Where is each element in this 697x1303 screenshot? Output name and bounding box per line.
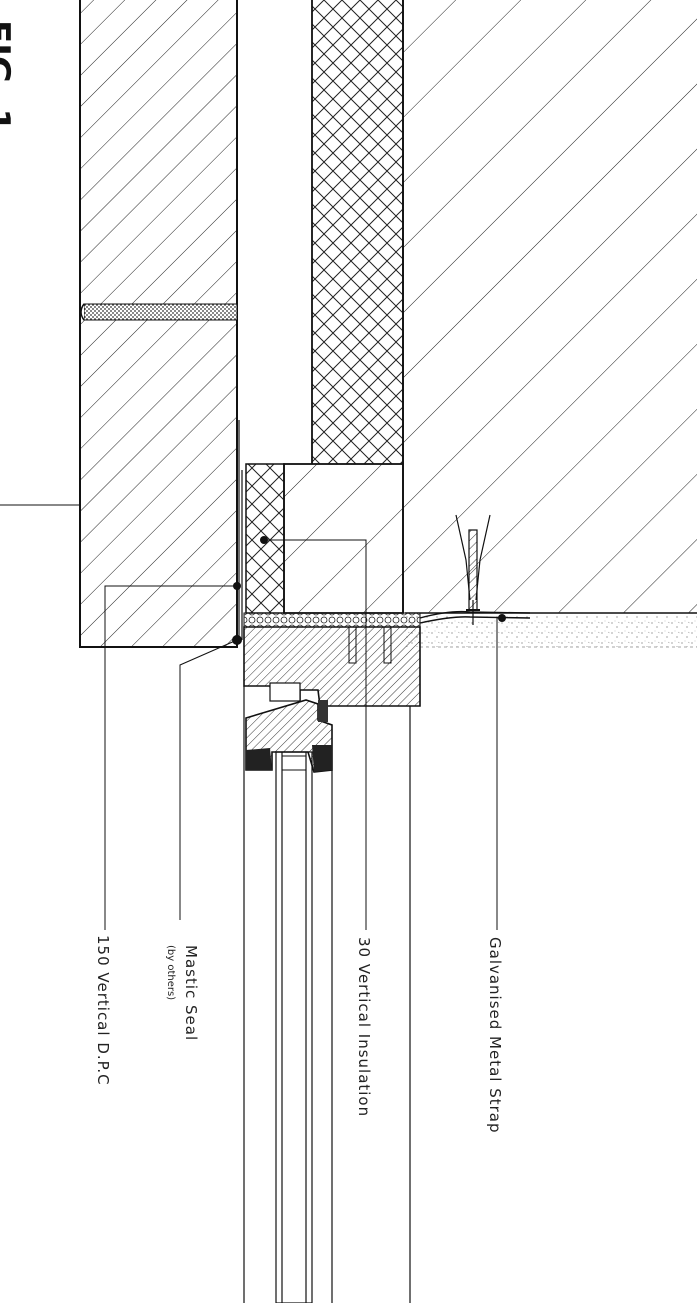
- mortar-joint: [83, 303, 238, 321]
- galvanised-strap: [419, 610, 531, 624]
- vertical-dpc: [238, 420, 243, 640]
- double-glazing-unit: [275, 751, 313, 1303]
- inner-blockwork-leaf: [402, 0, 697, 613]
- title-fragment: FIG. 1: [0, 20, 17, 132]
- wall-plug-screw: [455, 514, 491, 625]
- label-galvanised-strap: Galvanised Metal Strap: [486, 937, 504, 1134]
- cavity-insulation-board: [311, 0, 404, 464]
- label-mastic-note: (by others): [165, 945, 176, 1000]
- cavity-closer-block: [283, 463, 404, 614]
- packing-strip: [243, 612, 421, 628]
- leader-dots: [232, 536, 506, 645]
- plaster-finish: [405, 612, 697, 648]
- outer-brick-leaf: [79, 0, 238, 648]
- leader-lines: [0, 504, 502, 930]
- frame-jamb-lines: [243, 686, 411, 1303]
- window-head-frame: [243, 626, 421, 707]
- label-vertical-insulation: 30 Vertical Insulation: [355, 937, 373, 1117]
- label-vertical-dpc: 150 Vertical D.P.C: [94, 935, 112, 1086]
- label-mastic-seal: Mastic Seal: [182, 945, 200, 1041]
- window-sash: [245, 699, 333, 773]
